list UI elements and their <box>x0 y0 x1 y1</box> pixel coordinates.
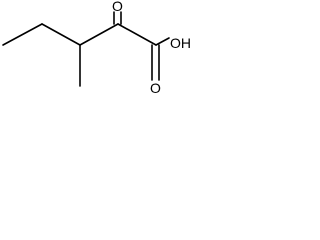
bond-ch-keto-carbon <box>79 23 119 46</box>
bond-keto-acid-carbon <box>117 23 157 46</box>
acid-oxygen-label: O <box>150 80 161 96</box>
bond-ch2-ch <box>41 23 81 46</box>
hydroxyl-label: OH <box>170 35 191 51</box>
bond-ethyl-methyl-ch2 <box>2 23 43 46</box>
bond-acid-carbon-oh <box>155 37 170 46</box>
chemical-structure: O OH O <box>2 0 191 96</box>
carbonyl-oxygen-label: O <box>112 0 123 14</box>
